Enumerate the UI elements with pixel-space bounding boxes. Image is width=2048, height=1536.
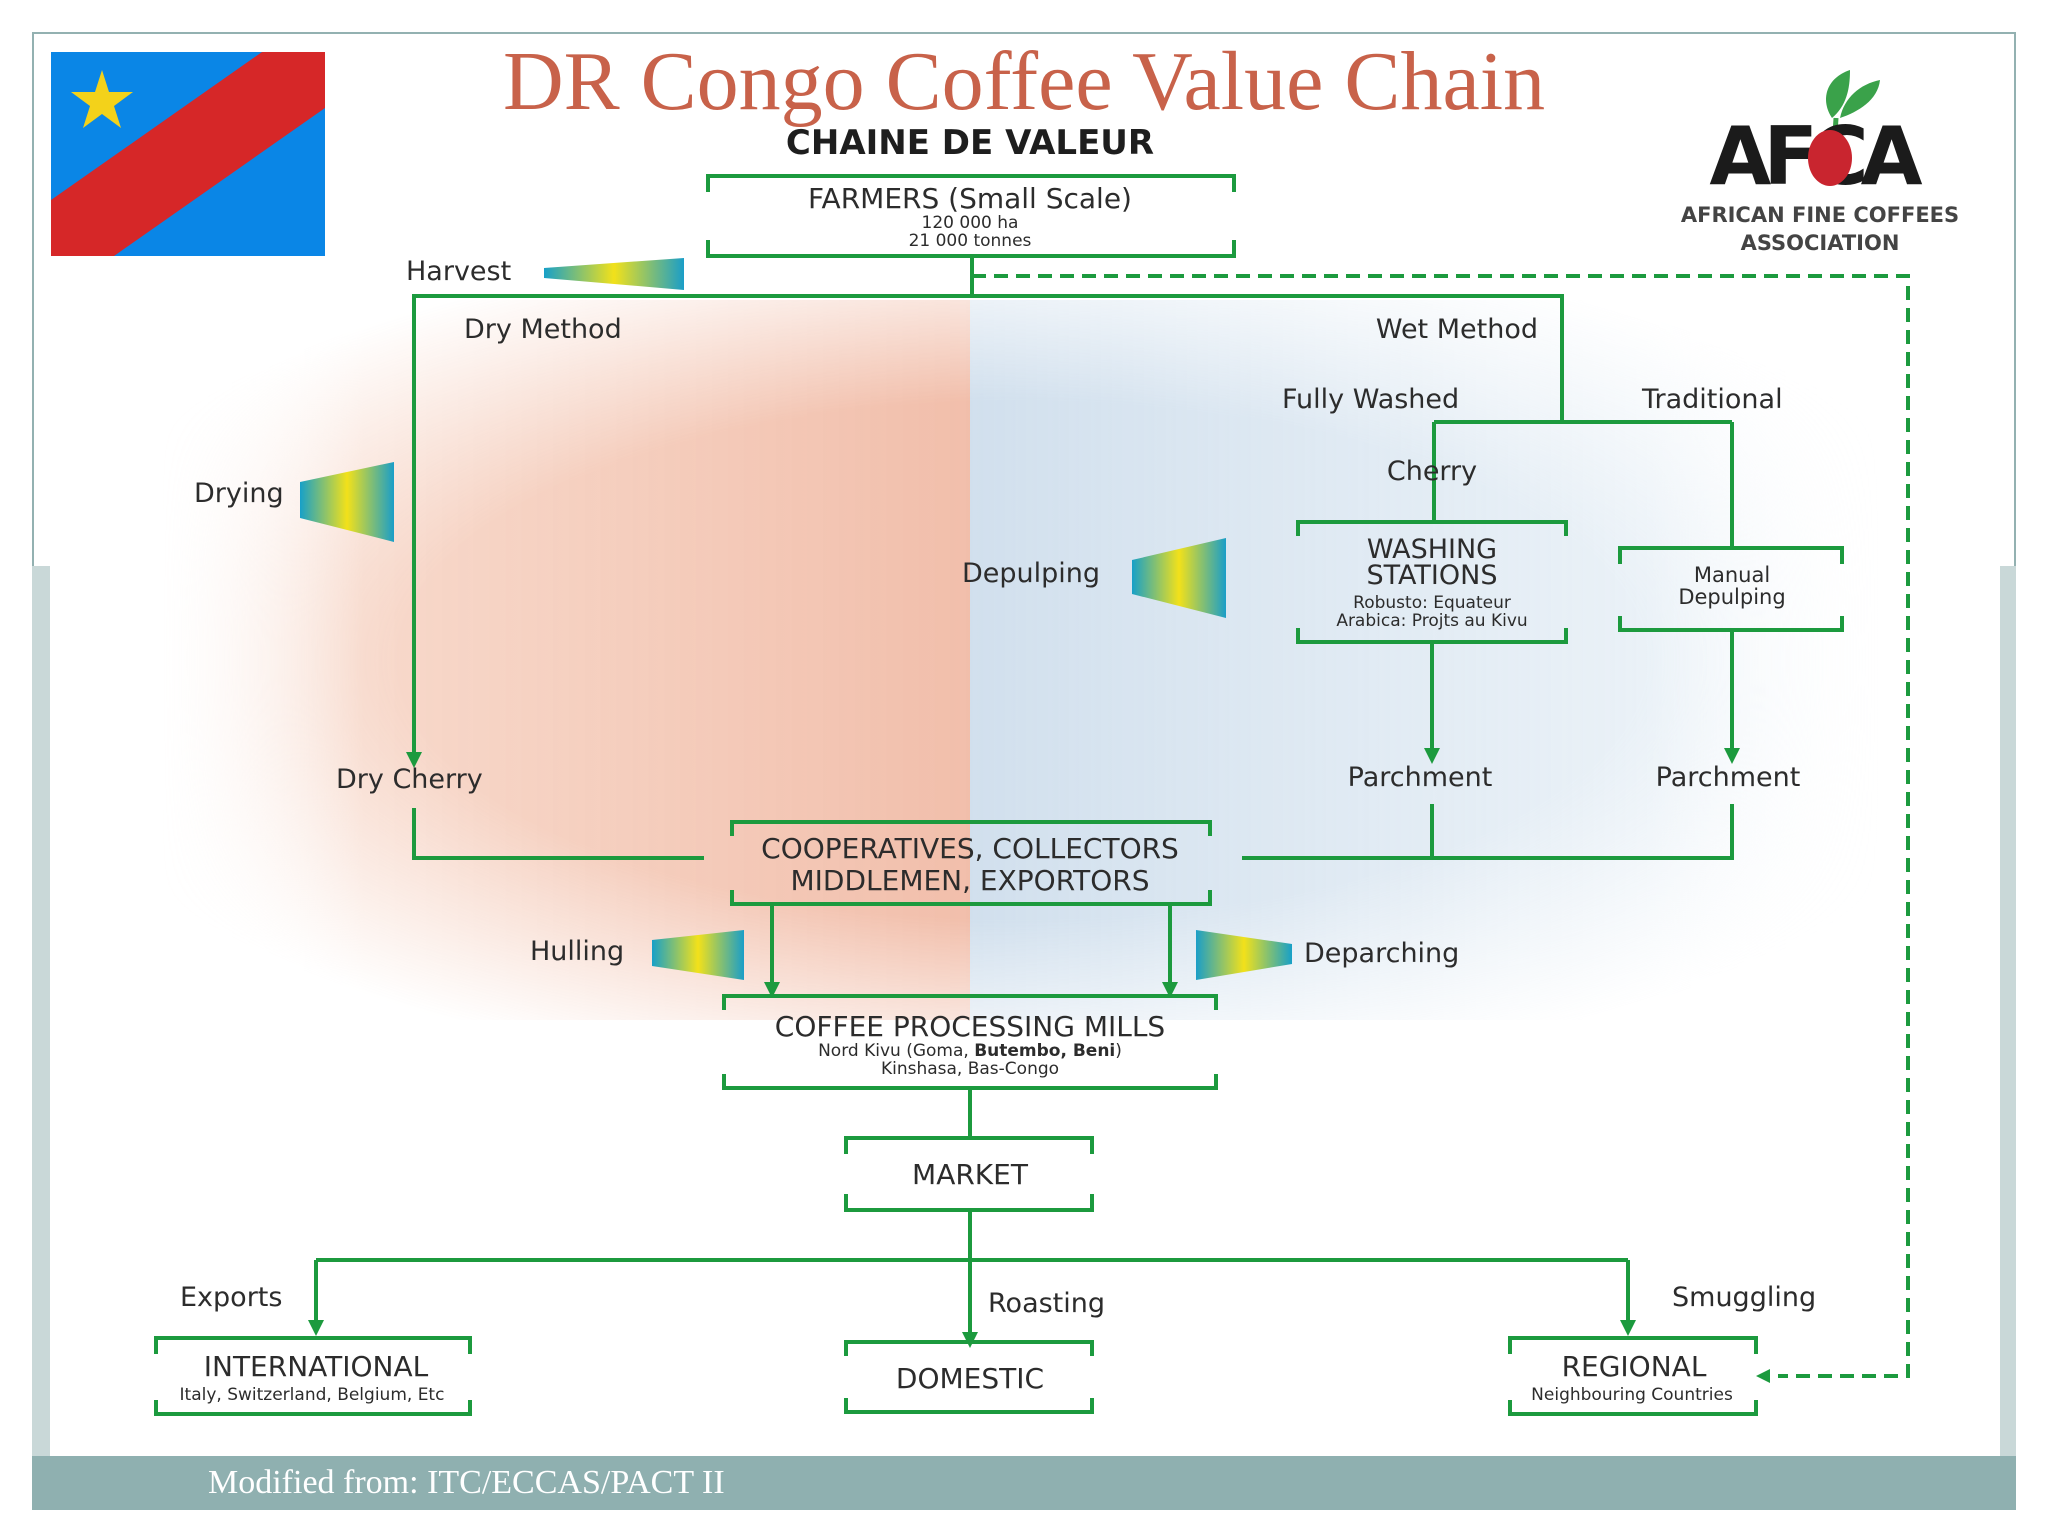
mills-line1-c: ) [1115, 1041, 1122, 1061]
logo-line2: ASSOCIATION [1741, 231, 1900, 255]
domestic-box [844, 1340, 1094, 1356]
manual-line1: Manual [1694, 563, 1770, 587]
farmers-title: FARMERS (Small Scale) [808, 182, 1132, 215]
coffee-bean-icon [1808, 130, 1852, 186]
regional-sub: Neighbouring Countries [1531, 1385, 1733, 1405]
market-label: MARKET [912, 1158, 1029, 1191]
coop-line2: MIDDLEMEN, EXPORTORS [790, 864, 1149, 897]
warm-zone [160, 300, 970, 1020]
washing-box [1296, 520, 1568, 536]
smuggling-label: Smuggling [1672, 1282, 1816, 1313]
farmers-area: 120 000 ha [922, 213, 1019, 233]
arrow-icon [1424, 748, 1440, 764]
leaf-icon [1840, 80, 1880, 118]
afca-logo: AFCA AFRICAN FINE COFFEES ASSOCIATION [1681, 70, 1959, 255]
market-box [844, 1136, 1094, 1154]
mills-line1-a: Nord Kivu (Goma, [818, 1041, 974, 1061]
page-title: DR Congo Coffee Value Chain [502, 35, 1546, 128]
leaf-icon [1826, 70, 1850, 118]
connectors [314, 256, 1910, 1378]
logo-line1: AFRICAN FINE COFFEES [1681, 203, 1959, 227]
deparching-funnel [1196, 930, 1292, 980]
drc-flag [51, 52, 325, 256]
arrow-icon [1162, 982, 1178, 998]
washing-arabica: Arabica: Projts au Kivu [1336, 611, 1527, 631]
regional-title: REGIONAL [1562, 1350, 1707, 1383]
coop-line1: COOPERATIVES, COLLECTORS [761, 832, 1179, 865]
labels: CHAINE DE VALEUR FARMERS (Small Scale) 1… [180, 123, 1817, 1405]
washing-line2: STATIONS [1367, 560, 1498, 591]
arrow-icon [1756, 1369, 1770, 1383]
dry-cherry-label: Dry Cherry [336, 764, 483, 795]
harvest-label: Harvest [406, 256, 511, 287]
washing-line1: WASHING [1367, 534, 1497, 565]
cherry-label: Cherry [1387, 456, 1477, 487]
mills-line2: Kinshasa, Bas-Congo [881, 1059, 1059, 1079]
drying-funnel [300, 462, 394, 542]
mills-line1-b: Butembo, Beni [974, 1041, 1115, 1061]
deparching-label: Deparching [1304, 938, 1459, 969]
arrow-icon [308, 1320, 324, 1336]
footer-bar [32, 1456, 2016, 1510]
hulling-label: Hulling [530, 936, 624, 967]
parchment-label-1: Parchment [1348, 762, 1493, 793]
fully-washed-label: Fully Washed [1282, 384, 1459, 415]
international-box [154, 1336, 472, 1354]
depulping-funnel [1132, 538, 1226, 618]
mills-title: COFFEE PROCESSING MILLS [775, 1010, 1165, 1043]
hulling-funnel [652, 930, 744, 980]
harvest-funnel [544, 258, 684, 290]
flag-red-band [51, 52, 325, 256]
source-note: Modified from: ITC/ECCAS/PACT II [208, 1464, 725, 1501]
domestic-label: DOMESTIC [896, 1362, 1044, 1395]
arrow-icon [1620, 1320, 1636, 1336]
regional-box [1508, 1336, 1758, 1354]
manual-line2: Depulping [1678, 585, 1785, 609]
international-title: INTERNATIONAL [204, 1350, 429, 1383]
arrow-icon [1724, 748, 1740, 764]
diagram-subtitle: CHAINE DE VALEUR [786, 123, 1154, 163]
exports-label: Exports [180, 1282, 282, 1313]
parchment-label-2: Parchment [1656, 762, 1801, 793]
roasting-label: Roasting [988, 1288, 1105, 1319]
boxes [154, 174, 1844, 1416]
coop-box [730, 820, 1212, 836]
farmers-tonnes: 21 000 tonnes [909, 231, 1032, 251]
manual-box [1618, 546, 1844, 564]
depulping-label: Depulping [962, 558, 1100, 589]
international-sub: Italy, Switzerland, Belgium, Etc [180, 1385, 445, 1405]
drying-label: Drying [194, 478, 284, 509]
background-zones [160, 300, 1880, 1020]
arrow-icon [764, 982, 780, 998]
mills-line1: Nord Kivu (Goma, Butembo, Beni) [818, 1041, 1122, 1061]
wet-method-label: Wet Method [1376, 314, 1538, 345]
arrowheads [308, 748, 1770, 1383]
farmers-box [706, 174, 1236, 192]
funnels [300, 258, 1292, 980]
traditional-label: Traditional [1641, 384, 1783, 415]
mills-box [722, 994, 1218, 1010]
washing-robusta: Robusto: Equateur [1353, 593, 1511, 613]
dry-method-label: Dry Method [464, 314, 622, 345]
arrow-icon [406, 752, 422, 768]
star-icon [71, 70, 133, 128]
